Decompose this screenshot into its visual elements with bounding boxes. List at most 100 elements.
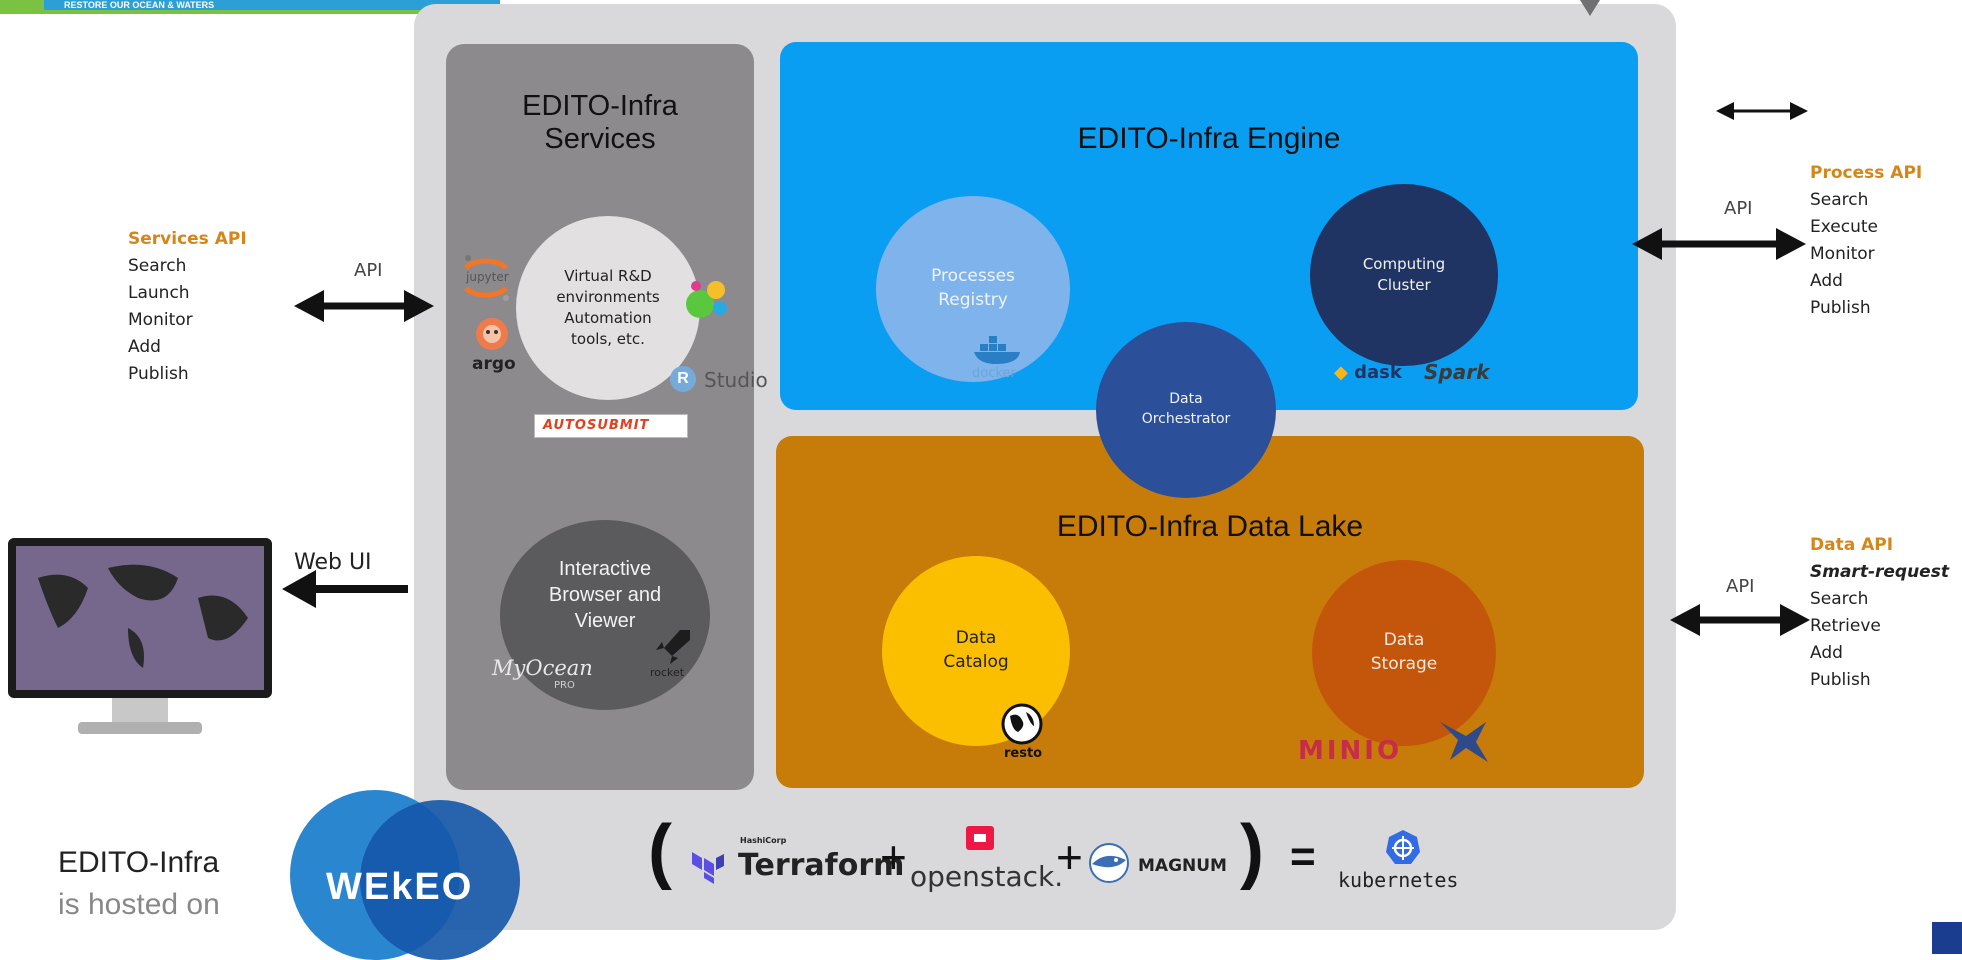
data-storage-circle: Data Storage	[1312, 560, 1496, 746]
data-api-title: Data API	[1810, 535, 1894, 555]
magnum-label: MAGNUM	[1138, 856, 1227, 876]
data-api-subtitle: Smart-request	[1810, 562, 1949, 582]
services-api-block: Services API Search Launch Monitor Add P…	[128, 226, 247, 388]
jupyter-logo-icon: jupyter	[456, 250, 516, 306]
dask-logo: ◆ dask	[1334, 362, 1402, 383]
top-banner: RESTORE OUR OCEAN & WATERS	[0, 0, 500, 14]
services-api-connector-label: API	[354, 260, 383, 281]
magnum-shark-icon	[1084, 842, 1134, 884]
cluster-line2: Cluster	[1377, 276, 1431, 294]
data-api-block: Data API Smart-request Search Retrieve A…	[1810, 532, 1949, 694]
computing-cluster-circle: Computing Cluster	[1310, 184, 1498, 366]
minio-bird-icon	[1436, 712, 1492, 768]
process-api-item: Execute	[1810, 217, 1878, 237]
openstack-mark-icon	[964, 824, 996, 852]
plus-2: +	[1056, 831, 1083, 883]
storage-line1: Data	[1383, 630, 1425, 651]
data-api-item: Publish	[1810, 670, 1871, 690]
myocean-pro-label: PRO	[554, 680, 575, 691]
wekeo-circle-right	[360, 800, 520, 960]
registry-line1: Processes	[931, 266, 1015, 287]
services-api-item: Add	[128, 337, 161, 357]
browser-line2: Browser and	[548, 584, 662, 606]
hosted-line2: is hosted on	[58, 888, 220, 921]
environments-line3: Automation	[564, 309, 652, 327]
hosted-line1: EDITO-Infra	[58, 846, 220, 879]
services-api-arrow-icon	[294, 290, 434, 322]
process-api-item: Monitor	[1810, 244, 1875, 264]
process-api-item: Publish	[1810, 298, 1871, 318]
catalog-line2: Catalog	[943, 652, 1009, 672]
wekeo-logo: WEkEO	[290, 790, 550, 960]
triangle-marker-icon	[1580, 0, 1600, 16]
web-ui-label: Web UI	[294, 550, 372, 575]
rstudio-label: Studio	[704, 368, 768, 392]
environments-line2: environments	[556, 288, 660, 306]
dask-label: dask	[1354, 362, 1402, 383]
services-api-item: Launch	[128, 283, 190, 303]
hashicorp-label: HashiCorp	[740, 836, 787, 845]
infrastructure-stack: ( HashiCorp Terraform + openstack. + MAG…	[648, 811, 1488, 912]
cluster-line1: Computing	[1362, 255, 1446, 273]
kubernetes-wheel-icon	[1384, 828, 1422, 866]
rstudio-r-badge: R	[670, 366, 696, 392]
orchestrator-line1: Data	[1169, 391, 1203, 408]
browser-line1: Interactive	[558, 558, 652, 580]
process-api-block: Process API Search Execute Monitor Add P…	[1810, 160, 1922, 322]
terraform-label: Terraform	[738, 848, 905, 883]
process-api-item: Add	[1810, 271, 1843, 291]
jupyter-label: jupyter	[466, 270, 509, 284]
corner-logo-icon	[1932, 922, 1962, 954]
services-title-line1: EDITO-Infra	[522, 90, 678, 122]
equals-sign: =	[1290, 832, 1316, 881]
services-api-item: Search	[128, 256, 187, 276]
resto-label: resto	[1004, 746, 1043, 761]
environments-circle: Virtual R&D environments Automation tool…	[516, 216, 700, 400]
autosubmit-logo-icon: AUTOSUBMIT	[534, 414, 688, 438]
dask-mark-icon: ◆	[1334, 362, 1348, 383]
top-banner-label: RESTORE OUR OCEAN & WATERS	[44, 0, 500, 10]
services-api-title: Services API	[128, 229, 247, 249]
plus-1: +	[880, 831, 907, 883]
catalog-line1: Data	[955, 628, 997, 649]
data-api-arrow-icon	[1670, 604, 1810, 636]
browser-viewer-circle: Interactive Browser and Viewer	[500, 520, 710, 710]
paren-close: )	[1240, 811, 1264, 891]
kubernetes-label: kubernetes	[1338, 868, 1459, 892]
orchestrator-line2: Orchestrator	[1141, 411, 1231, 427]
data-orchestrator-circle: Data Orchestrator	[1096, 322, 1276, 498]
myocean-logo: MyOcean	[492, 656, 593, 680]
processes-registry-circle: Processes Registry	[876, 196, 1070, 382]
environments-line4: tools, etc.	[571, 330, 645, 348]
rocket-label: rocket	[650, 666, 685, 679]
engine-title: EDITO-Infra Engine	[1077, 122, 1341, 155]
services-api-item: Monitor	[128, 310, 193, 330]
terraform-mark-icon	[690, 850, 724, 884]
data-api-item: Search	[1810, 589, 1869, 609]
data-api-item: Add	[1810, 643, 1843, 663]
registry-line2: Registry	[938, 290, 1008, 310]
services-title: EDITO-Infra Services	[446, 90, 754, 156]
autosubmit-label: AUTOSUBMIT	[543, 418, 650, 433]
monitor-ocean-map-icon	[8, 538, 272, 742]
web-ui-arrow-icon	[282, 570, 408, 608]
data-api-item: Retrieve	[1810, 616, 1881, 636]
colored-dots-logo-icon	[680, 274, 732, 326]
bidirectional-arrow-icon	[1716, 96, 1808, 126]
services-api-item: Publish	[128, 364, 189, 384]
rocket-logo-icon: rocket	[650, 626, 694, 680]
resto-logo-icon: resto	[1000, 702, 1060, 766]
environments-line1: Virtual R&D	[564, 267, 652, 285]
openstack-label: openstack.	[910, 860, 1064, 893]
spark-logo: Spark	[1424, 360, 1490, 384]
browser-line3: Viewer	[574, 610, 636, 632]
process-api-arrow-icon	[1632, 228, 1806, 260]
paren-open: (	[648, 811, 672, 891]
process-api-connector-label: API	[1724, 198, 1753, 219]
data-lake-title: EDITO-Infra Data Lake	[1056, 510, 1364, 543]
data-api-connector-label: API	[1726, 576, 1755, 597]
docker-logo-icon: docker	[972, 336, 1042, 396]
minio-logo: MINIO	[1298, 736, 1403, 766]
rstudio-logo-icon: R Studio	[670, 364, 790, 396]
process-api-title: Process API	[1810, 163, 1923, 183]
